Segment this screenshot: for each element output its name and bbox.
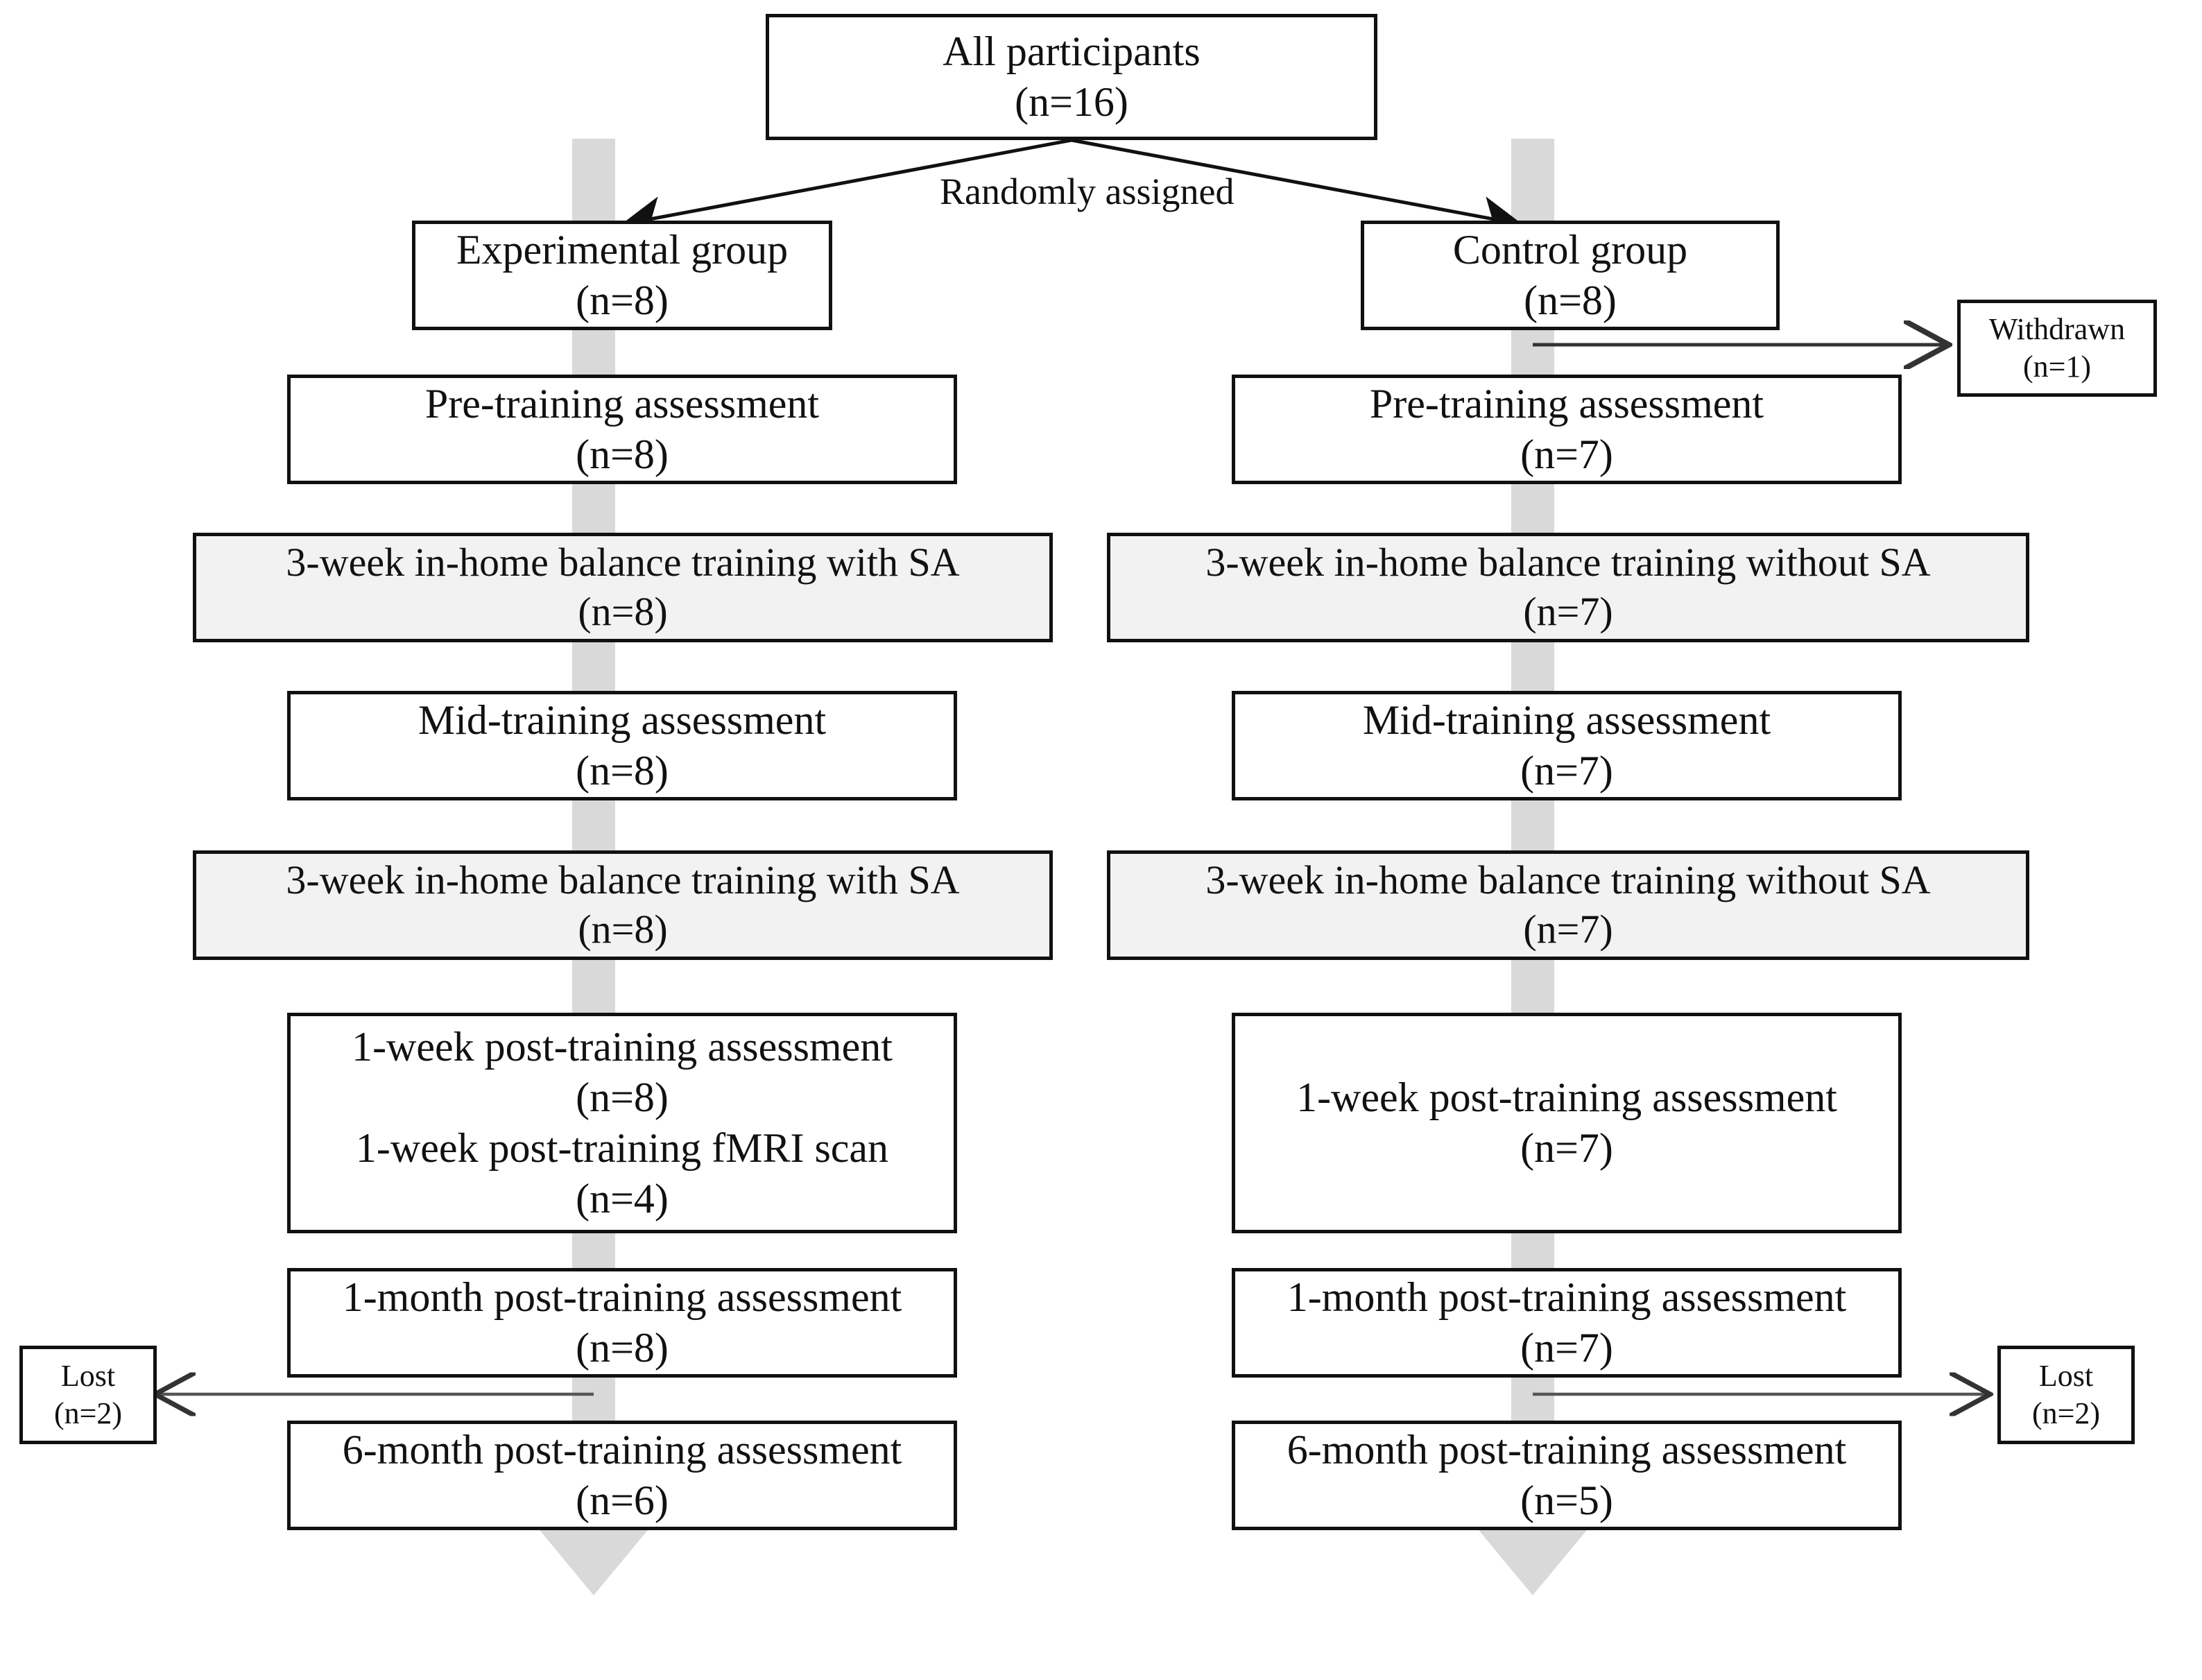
node-title: 3-week in-home balance training without … bbox=[1205, 540, 1931, 585]
node-count: (n=7) bbox=[1520, 1125, 1613, 1171]
node-all-participants[interactable]: All participants (n=16) bbox=[766, 14, 1377, 140]
node-count: (n=16) bbox=[1015, 79, 1128, 125]
node-count: (n=8) bbox=[578, 589, 668, 634]
node-exp-training-block-1[interactable]: 3-week in-home balance training with SA … bbox=[193, 533, 1053, 642]
node-title: 3-week in-home balance training without … bbox=[1205, 857, 1931, 903]
branch-label-randomly-assigned: Randomly assigned bbox=[940, 171, 1235, 212]
node-title: 1-week post-training assessment bbox=[352, 1023, 893, 1070]
node-title: Pre-training assessment bbox=[424, 380, 820, 427]
node-count: (n=7) bbox=[1520, 748, 1613, 794]
node-lost-control[interactable]: Lost (n=2) bbox=[1997, 1346, 2135, 1444]
node-count: (n=1) bbox=[2022, 350, 2092, 384]
node-exp-mid-training-assessment[interactable]: Mid-training assessment (n=8) bbox=[287, 691, 957, 800]
node-title: All participants bbox=[943, 28, 1201, 74]
node-count: (n=8) bbox=[576, 277, 669, 323]
node-title: 1-week post-training assessment bbox=[1296, 1074, 1837, 1120]
node-title: Lost bbox=[2038, 1359, 2094, 1394]
node-count: (n=6) bbox=[576, 1477, 669, 1523]
node-title: Mid-training assessment bbox=[1362, 696, 1771, 743]
node-control-group[interactable]: Control group (n=8) bbox=[1361, 221, 1780, 330]
node-withdrawn[interactable]: Withdrawn (n=1) bbox=[1957, 300, 2157, 397]
node-count: (n=8) bbox=[1524, 277, 1617, 323]
node-title: Control group bbox=[1452, 226, 1688, 273]
node-count: (n=8) bbox=[576, 431, 669, 477]
node-title: 1-month post-training assessment bbox=[342, 1274, 902, 1320]
node-exp-1-month-post-training[interactable]: 1-month post-training assessment (n=8) bbox=[287, 1268, 957, 1378]
node-count: (n=8) bbox=[576, 1074, 669, 1120]
node-title: Withdrawn bbox=[1988, 312, 2126, 347]
node-ctrl-1-month-post-training[interactable]: 1-month post-training assessment (n=7) bbox=[1232, 1268, 1902, 1378]
node-ctrl-1-week-post-training[interactable]: 1-week post-training assessment (n=7) bbox=[1232, 1013, 1902, 1233]
node-count: (n=8) bbox=[578, 907, 668, 952]
node-count: (n=5) bbox=[1520, 1477, 1613, 1523]
node-ctrl-mid-training-assessment[interactable]: Mid-training assessment (n=7) bbox=[1232, 691, 1902, 800]
node-title: 6-month post-training assessment bbox=[1287, 1426, 1847, 1473]
node-title: Pre-training assessment bbox=[1369, 380, 1764, 427]
node-count-secondary: (n=4) bbox=[576, 1176, 669, 1222]
node-title: Experimental group bbox=[456, 226, 789, 273]
node-title: 6-month post-training assessment bbox=[342, 1426, 902, 1473]
node-exp-6-month-post-training[interactable]: 6-month post-training assessment (n=6) bbox=[287, 1421, 957, 1530]
node-title: 1-month post-training assessment bbox=[1287, 1274, 1847, 1320]
node-count: (n=2) bbox=[2031, 1396, 2101, 1430]
node-title: Lost bbox=[60, 1359, 116, 1394]
node-experimental-group[interactable]: Experimental group (n=8) bbox=[412, 221, 832, 330]
node-exp-training-block-2[interactable]: 3-week in-home balance training with SA … bbox=[193, 850, 1053, 960]
node-count: (n=8) bbox=[576, 1325, 669, 1371]
node-title: 3-week in-home balance training with SA bbox=[286, 540, 960, 585]
node-ctrl-training-block-1[interactable]: 3-week in-home balance training without … bbox=[1107, 533, 2029, 642]
node-ctrl-training-block-2[interactable]: 3-week in-home balance training without … bbox=[1107, 850, 2029, 960]
node-count: (n=2) bbox=[53, 1396, 123, 1430]
node-ctrl-6-month-post-training[interactable]: 6-month post-training assessment (n=5) bbox=[1232, 1421, 1902, 1530]
node-title-secondary: 1-week post-training fMRI scan bbox=[355, 1125, 889, 1171]
node-count: (n=7) bbox=[1523, 907, 1613, 952]
node-count: (n=7) bbox=[1523, 589, 1613, 634]
node-exp-pre-training-assessment[interactable]: Pre-training assessment (n=8) bbox=[287, 375, 957, 484]
node-count: (n=7) bbox=[1520, 1325, 1613, 1371]
node-count: (n=7) bbox=[1520, 431, 1613, 477]
node-count: (n=8) bbox=[576, 748, 669, 794]
node-exp-1-week-post-training[interactable]: 1-week post-training assessment (n=8) 1-… bbox=[287, 1013, 957, 1233]
node-title: Mid-training assessment bbox=[418, 696, 827, 743]
node-ctrl-pre-training-assessment[interactable]: Pre-training assessment (n=7) bbox=[1232, 375, 1902, 484]
node-title: 3-week in-home balance training with SA bbox=[286, 857, 960, 903]
node-lost-experimental[interactable]: Lost (n=2) bbox=[19, 1346, 157, 1444]
